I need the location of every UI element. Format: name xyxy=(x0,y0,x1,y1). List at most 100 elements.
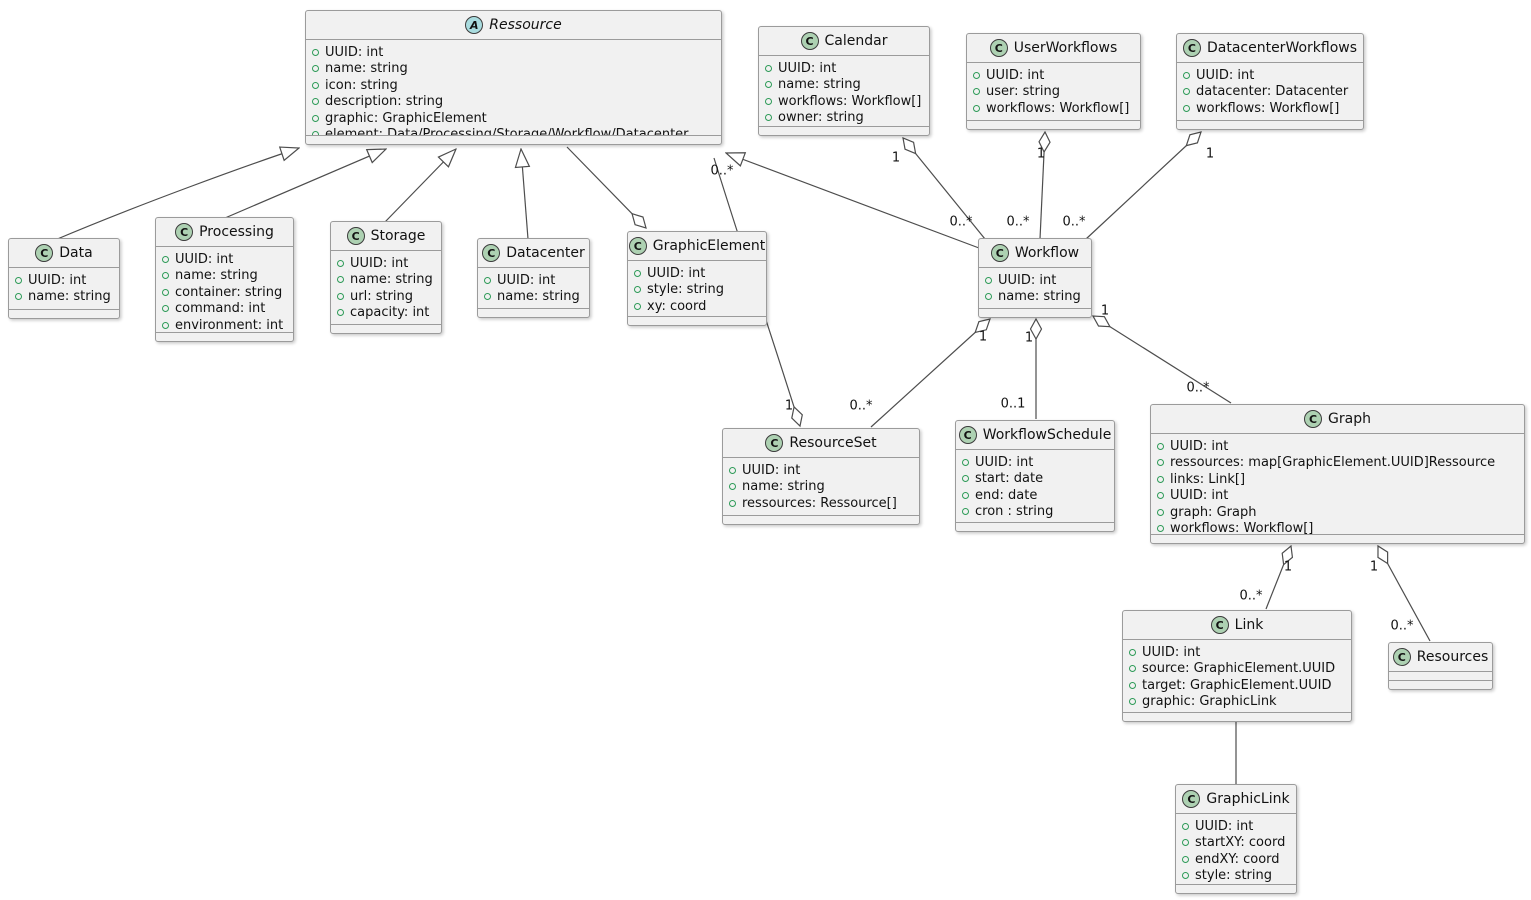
methods-section xyxy=(967,120,1140,129)
class-icon: C xyxy=(765,434,784,452)
multiplicity-label: 0..* xyxy=(1062,214,1086,230)
class-name: Calendar xyxy=(824,33,888,49)
attribute-text: name: string xyxy=(325,61,408,77)
methods-section xyxy=(956,522,1114,531)
field-visibility-icon xyxy=(484,293,491,301)
attribute: UUID: int xyxy=(162,251,285,268)
class-name: DatacenterWorkflows xyxy=(1206,40,1358,56)
field-visibility-icon xyxy=(1157,508,1164,516)
field-visibility-icon xyxy=(312,81,319,89)
multiplicity-label: 0..* xyxy=(710,163,734,179)
attribute: name: string xyxy=(15,289,111,306)
attribute: UUID: int xyxy=(765,60,921,77)
attribute: UUID: int xyxy=(312,44,713,61)
field-visibility-icon xyxy=(1157,475,1164,483)
field-visibility-icon xyxy=(765,81,772,89)
attribute-text: UUID: int xyxy=(1170,488,1229,504)
class-icon: C xyxy=(175,223,194,241)
attribute-text: name: string xyxy=(350,272,433,288)
field-visibility-icon xyxy=(1157,442,1164,450)
class-name: Datacenter xyxy=(506,245,585,261)
attribute: style: string xyxy=(634,282,758,299)
methods-section xyxy=(723,515,919,524)
methods-section xyxy=(9,309,119,318)
field-visibility-icon xyxy=(765,97,772,105)
field-visibility-icon xyxy=(312,131,319,135)
attribute-text: cron : string xyxy=(975,504,1054,520)
attribute: UUID: int xyxy=(634,265,758,282)
attribute: startXY: coord xyxy=(1182,835,1288,852)
attribute-text: capacity: int xyxy=(350,305,430,321)
field-visibility-icon xyxy=(1182,822,1189,830)
attribute-text: UUID: int xyxy=(350,255,409,271)
attribute: name: string xyxy=(312,61,713,78)
multiplicity-label: 0..* xyxy=(1186,380,1210,396)
attribute-text: UUID: int xyxy=(986,67,1045,83)
attribute-text: graphic: GraphicElement xyxy=(325,110,487,126)
multiplicity-label: 1 xyxy=(1036,146,1046,162)
attribute: style: string xyxy=(1182,868,1288,885)
relation-userworkflows-aggregates-workflow xyxy=(1038,130,1051,240)
attribute-text: UUID: int xyxy=(325,44,384,60)
multiplicity-label: 0..* xyxy=(1239,588,1263,604)
multiplicity-label: 0..* xyxy=(1006,214,1030,230)
attribute-text: style: string xyxy=(647,282,725,298)
class-name: Link xyxy=(1234,617,1264,633)
methods-section xyxy=(1176,884,1296,893)
class-icon: C xyxy=(1182,790,1201,808)
attribute-text: owner: string xyxy=(778,110,864,126)
class-icon: C xyxy=(1182,39,1201,57)
field-visibility-icon xyxy=(484,276,491,284)
attribute: graphic: GraphicLink xyxy=(1129,694,1343,711)
attribute-text: UUID: int xyxy=(778,60,837,76)
attribute: UUID: int xyxy=(1182,818,1288,835)
field-visibility-icon xyxy=(962,508,969,516)
field-visibility-icon xyxy=(729,483,736,491)
relation-processing-extends-ressource xyxy=(224,149,386,219)
class-name: Storage xyxy=(370,228,426,244)
multiplicity-label: 1 xyxy=(1369,559,1379,575)
attribute: datacenter: Datacenter xyxy=(1183,84,1355,101)
methods-section xyxy=(478,308,589,317)
multiplicity-label: 0..* xyxy=(849,398,873,414)
class-name: Data xyxy=(59,245,93,261)
multiplicity-label: 1 xyxy=(1283,559,1293,575)
class-name: GraphicLink xyxy=(1206,791,1290,807)
field-visibility-icon xyxy=(634,269,641,277)
field-visibility-icon xyxy=(162,288,169,296)
field-visibility-icon xyxy=(985,276,992,284)
attribute-text: datacenter: Datacenter xyxy=(1196,84,1349,100)
attribute-text: UUID: int xyxy=(175,251,234,267)
field-visibility-icon xyxy=(162,255,169,263)
methods-section xyxy=(306,135,721,144)
field-visibility-icon xyxy=(337,292,344,300)
attribute: ressources: map[GraphicElement.UUID]Ress… xyxy=(1157,455,1516,472)
field-visibility-icon xyxy=(1182,872,1189,880)
class-icon: C xyxy=(990,244,1009,262)
methods-section xyxy=(979,308,1091,317)
field-visibility-icon xyxy=(162,305,169,313)
relation-datacenter-extends-ressource xyxy=(521,149,528,240)
field-visibility-icon xyxy=(1157,459,1164,467)
relation-workflow-aggregates-resourceset xyxy=(870,318,991,428)
attribute: workflows: Workflow[] xyxy=(1157,521,1516,534)
attribute-text: xy: coord xyxy=(647,298,707,314)
class-icon: C xyxy=(958,426,977,444)
attribute-text: name: string xyxy=(998,289,1081,305)
field-visibility-icon xyxy=(962,491,969,499)
